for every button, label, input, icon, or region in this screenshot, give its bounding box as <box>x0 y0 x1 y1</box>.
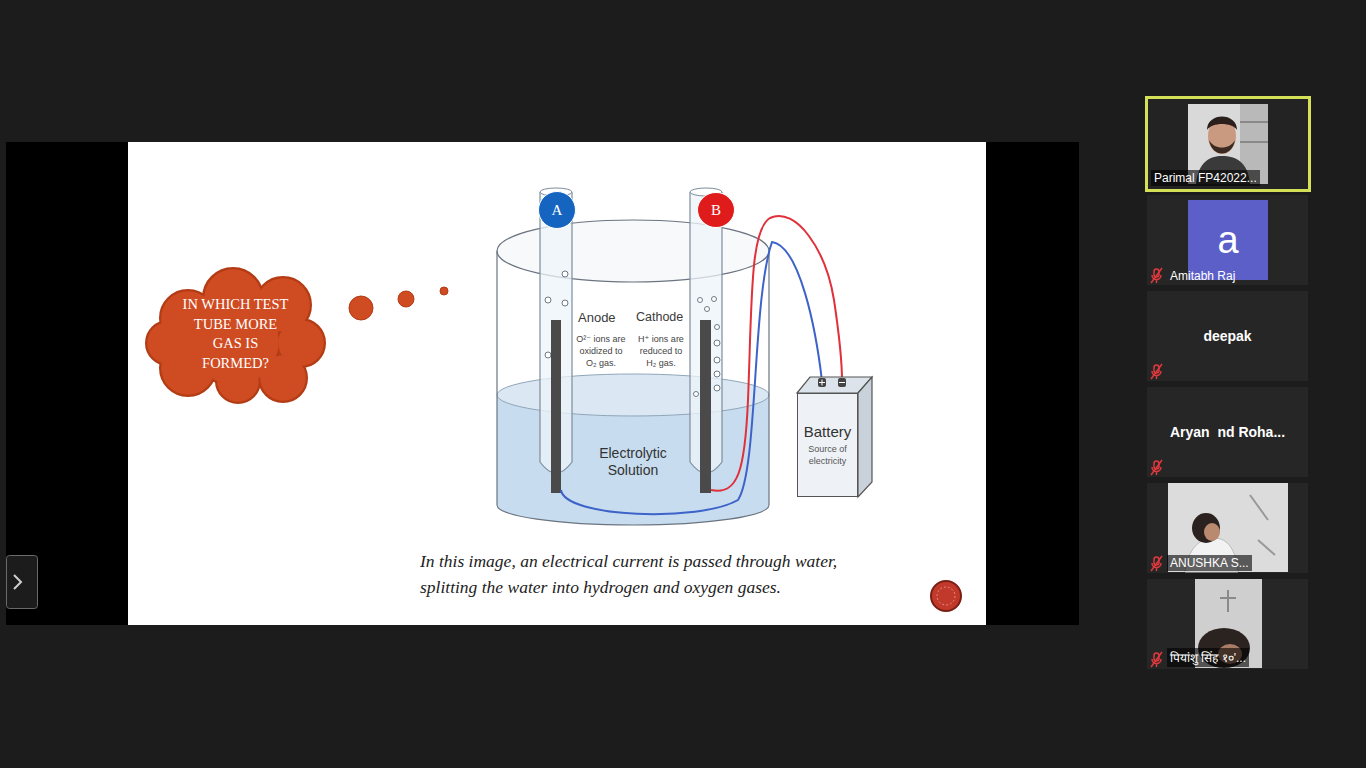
participant-tiles <box>1147 579 1308 669</box>
video-thumbnail <box>1168 483 1288 572</box>
gas-bubbles <box>545 297 551 303</box>
participant-tile: Parimal FP42022... <box>1145 96 1311 192</box>
node-text: Battery <box>804 423 852 440</box>
battery-body <box>797 377 872 497</box>
node-text: IN WHICH TEST TUBE MORE GAS IS FORMED? <box>180 295 292 373</box>
muted-mic-icon <box>1151 268 1162 283</box>
electrodes <box>700 320 711 493</box>
node-text: deepak <box>1203 328 1251 344</box>
part-label: Electrolytic Solution <box>583 445 683 479</box>
participant-tile: पियांशु सिंह १०'... <box>1147 579 1308 669</box>
gas-bubbles <box>714 357 720 363</box>
gas-bubbles <box>714 385 720 391</box>
gas-bubbles <box>712 297 717 302</box>
gas-bubbles <box>545 352 551 358</box>
node-text: पियांशु सिंह १०'... <box>1167 648 1249 667</box>
node-text: Aryan nd Roha... <box>1170 424 1285 440</box>
thought-bubbles <box>398 291 414 307</box>
participant-tiles <box>1147 97 1308 669</box>
slide-caption: In this image, an electrical current is … <box>420 548 898 600</box>
participant-tiles <box>1147 291 1308 381</box>
slide-nav-button <box>931 581 961 611</box>
node-text: ANUSHKA S... <box>1167 555 1252 571</box>
gas-bubbles <box>694 392 699 397</box>
slide-nav-button <box>937 587 955 605</box>
gas-bubbles <box>715 325 720 330</box>
cloud-outline <box>146 268 325 403</box>
cloud-fill <box>147 269 324 402</box>
cloud-fill <box>147 322 189 364</box>
video-thumbnail <box>1240 122 1268 142</box>
beaker <box>497 220 769 282</box>
participant-tile: deepak <box>1147 291 1308 381</box>
gas-bubbles <box>698 298 703 303</box>
muted-mic-icon <box>1151 364 1162 379</box>
part-label: Cathode <box>636 310 683 324</box>
node-text: a <box>1217 219 1238 262</box>
gas-bubbles <box>714 340 720 346</box>
battery-body <box>858 377 872 497</box>
gas-bubbles <box>562 300 568 306</box>
participant-tiles <box>1147 483 1308 573</box>
side-toggle-button <box>7 556 38 609</box>
participant-tile: Aryan nd Roha... <box>1147 387 1308 477</box>
node-text: A <box>552 202 563 219</box>
muted-mic-icon <box>1151 556 1162 571</box>
beaker <box>497 374 769 416</box>
beaker <box>497 220 769 525</box>
node-text: Amitabh Raj <box>1170 269 1235 283</box>
muted-mic-icon <box>1151 652 1162 667</box>
node-text: Parimal FP42022... <box>1151 170 1260 186</box>
video-thumbnail <box>1220 590 1236 612</box>
participant-tiles <box>1147 97 1308 191</box>
avatar-square: a <box>1188 200 1268 280</box>
participant-tiles <box>1147 195 1308 285</box>
node-subtext: Source of electricity <box>804 443 852 467</box>
participant-tile: Amitabh Raj a <box>1147 195 1308 285</box>
thought-cloud: IN WHICH TEST TUBE MORE GAS IS FORMED? <box>143 263 328 405</box>
gas-bubbles <box>705 307 710 312</box>
thought-bubbles <box>440 287 448 295</box>
test-tubes <box>540 188 722 473</box>
side-toggle-button <box>14 575 21 589</box>
node-text: B <box>711 202 721 219</box>
participant-tiles <box>1147 387 1308 477</box>
electrodes <box>551 320 561 493</box>
participant-tile: ANUSHKA S... <box>1147 483 1308 573</box>
video-thumbnail <box>1209 140 1235 154</box>
muted-mic-icon <box>1151 268 1162 667</box>
tube-marker: B <box>697 192 735 228</box>
thought-bubbles <box>349 287 448 320</box>
battery-body <box>819 380 845 386</box>
video-thumbnail <box>1250 495 1275 555</box>
slide-nav-button <box>931 581 961 611</box>
battery-box: BatterySource of electricity <box>797 393 858 497</box>
gas-bubbles <box>714 371 720 377</box>
gas-bubbles <box>562 271 568 277</box>
wires <box>561 242 822 514</box>
tube-marker: A <box>538 191 576 229</box>
part-label: Anode <box>578 310 616 325</box>
cloud-shape <box>143 263 328 405</box>
video-thumbnail <box>1204 523 1220 541</box>
video-thumbnail <box>1168 483 1288 572</box>
electrodes <box>551 320 711 493</box>
video-thumbnail <box>1192 513 1220 543</box>
thought-bubbles <box>349 296 373 320</box>
screen-background <box>128 142 986 625</box>
screen-background <box>6 142 1079 625</box>
part-label: H⁺ ions are reduced to H₂ gas. <box>634 333 688 369</box>
beaker <box>497 251 769 525</box>
muted-mic-icon <box>1151 460 1162 475</box>
video-thumbnail <box>1207 117 1237 131</box>
side-toggle-button <box>7 556 38 609</box>
gas-bubbles <box>545 271 720 397</box>
part-label: O²⁻ ions are oxidized to O₂ gas. <box>574 333 628 369</box>
